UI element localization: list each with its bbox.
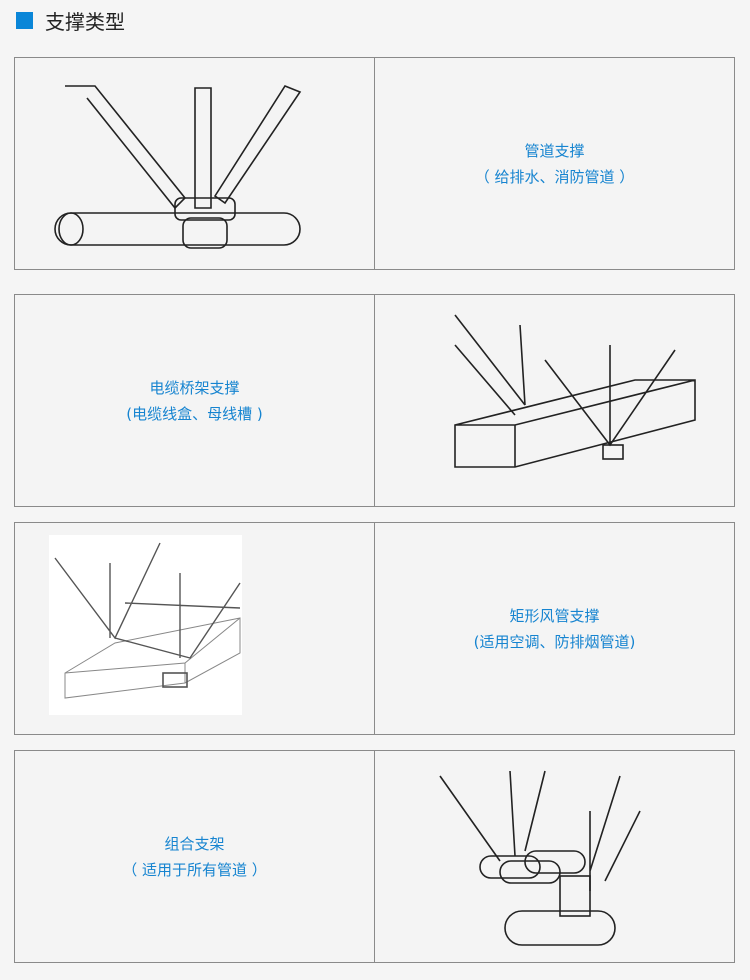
- square-bullet-icon: [16, 11, 33, 29]
- support-title: 组合支架: [164, 834, 225, 853]
- support-type-row: 管道支撑 （ 给排水、消防管道 ）: [14, 57, 735, 270]
- support-title: 矩形风管支撑: [509, 606, 600, 625]
- support-title: 管道支撑: [524, 141, 585, 160]
- combined-support-label: 组合支架 （ 适用于所有管道 ）: [15, 751, 374, 962]
- support-title: 电缆桥架支撑: [149, 378, 240, 397]
- support-subtitle: （ 给排水、消防管道 ）: [474, 167, 635, 186]
- section-title: 支撑类型: [45, 9, 125, 34]
- duct-support-drawing-icon: [15, 523, 374, 734]
- support-subtitle: （ 适用于所有管道 ）: [122, 860, 267, 879]
- duct-support-label: 矩形风管支撑 (适用空调、防排烟管道): [374, 523, 734, 734]
- support-subtitle: (电缆线盒、母线槽 ): [126, 404, 263, 423]
- pipe-support-drawing-icon: [15, 58, 374, 269]
- support-type-row: 电缆桥架支撑 (电缆线盒、母线槽 ): [14, 294, 735, 507]
- cable-tray-support-drawing-icon: [374, 295, 734, 506]
- support-type-row: 组合支架 （ 适用于所有管道 ）: [14, 750, 735, 963]
- cable-tray-support-label: 电缆桥架支撑 (电缆线盒、母线槽 ): [15, 295, 374, 506]
- support-subtitle: (适用空调、防排烟管道): [473, 632, 636, 651]
- support-type-row: 矩形风管支撑 (适用空调、防排烟管道): [14, 522, 735, 735]
- combined-support-drawing-icon: [374, 751, 734, 962]
- section-header: 支撑类型: [16, 8, 125, 34]
- pipe-support-label: 管道支撑 （ 给排水、消防管道 ）: [374, 58, 734, 269]
